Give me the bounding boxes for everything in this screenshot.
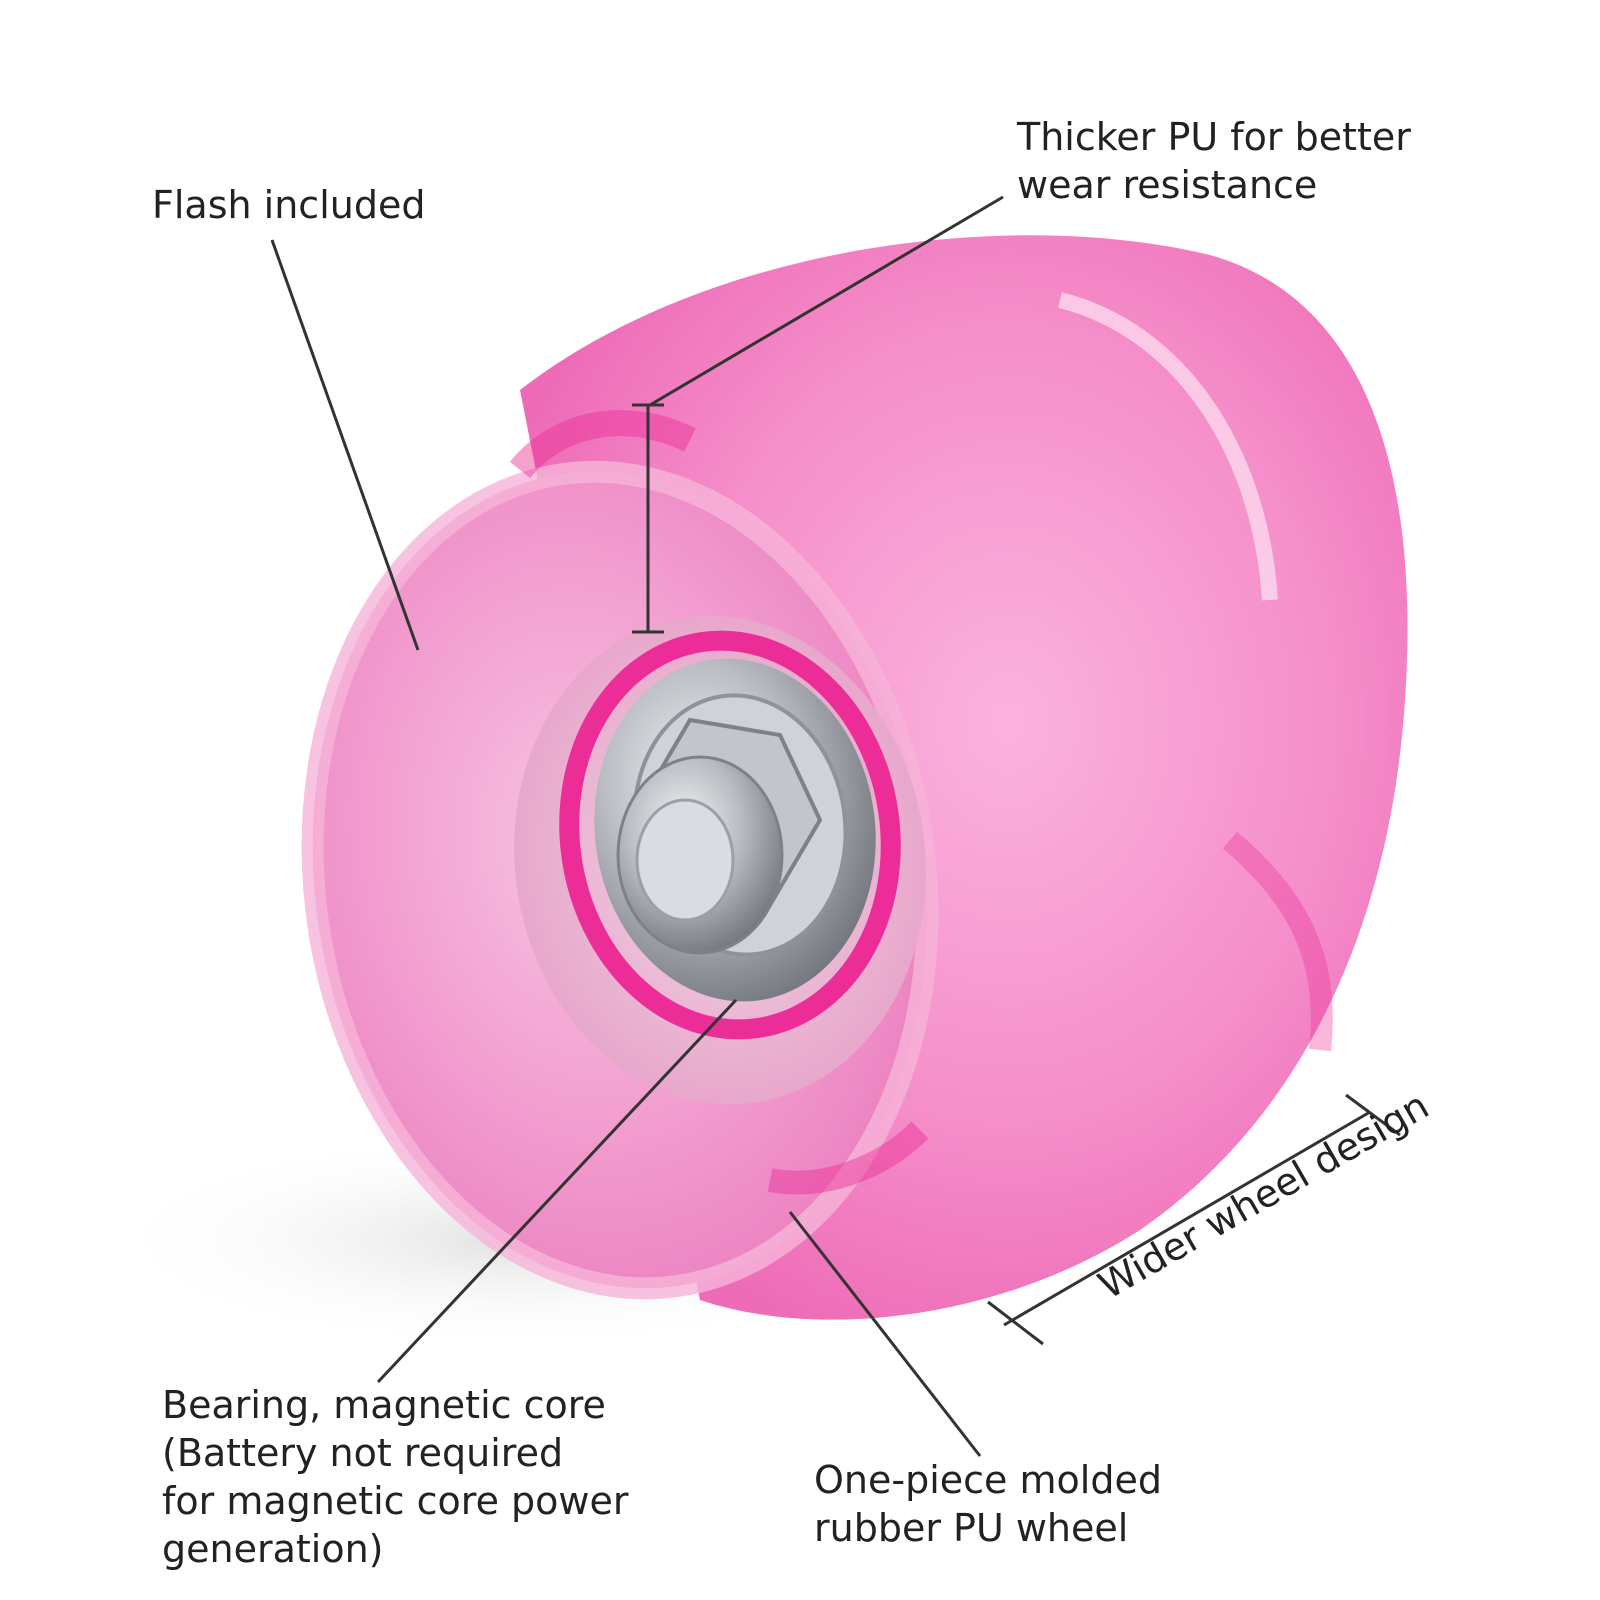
width-dimension-line — [1003, 1110, 1371, 1327]
one-piece-molded-label: One-piece molded rubber PU wheel — [814, 1456, 1162, 1552]
bearing-label-line3: for magnetic core power — [162, 1479, 629, 1523]
axle-tip — [635, 798, 735, 922]
hub-pink-ring — [559, 630, 901, 1040]
width-cap-left — [987, 1300, 1044, 1346]
onepiece-label-line1: One-piece molded — [814, 1458, 1162, 1502]
thicker-pu-label-line1: Thicker PU for better — [1017, 115, 1411, 159]
tread-highlight — [1058, 292, 1278, 601]
flash-included-label: Flash included — [152, 183, 426, 227]
bearing-leader-line — [376, 998, 738, 1384]
inner-pink-accent — [509, 410, 696, 479]
bearing-label-line1: Bearing, magnetic core — [162, 1383, 606, 1427]
inner-pink-accent-lower — [767, 1121, 929, 1195]
bearing-magnetic-core-label: Bearing, magnetic core (Battery not requ… — [162, 1381, 628, 1573]
tread-dark-band — [1222, 831, 1333, 1052]
onepiece-label-line2: rubber PU wheel — [814, 1506, 1129, 1550]
bearing-label-line4: generation) — [162, 1527, 384, 1571]
thicker-leader-line — [649, 195, 1004, 407]
bearing-label-line2: (Battery not required — [162, 1431, 564, 1475]
width-cap-right — [1345, 1093, 1401, 1137]
flash-leader-line — [270, 239, 420, 651]
onepiece-leader-line — [788, 1211, 982, 1457]
annotation-lines — [270, 195, 1401, 1457]
thicker-pu-label: Thicker PU for better wear resistance — [1017, 113, 1411, 209]
thicker-pu-label-line2: wear resistance — [1017, 163, 1318, 207]
